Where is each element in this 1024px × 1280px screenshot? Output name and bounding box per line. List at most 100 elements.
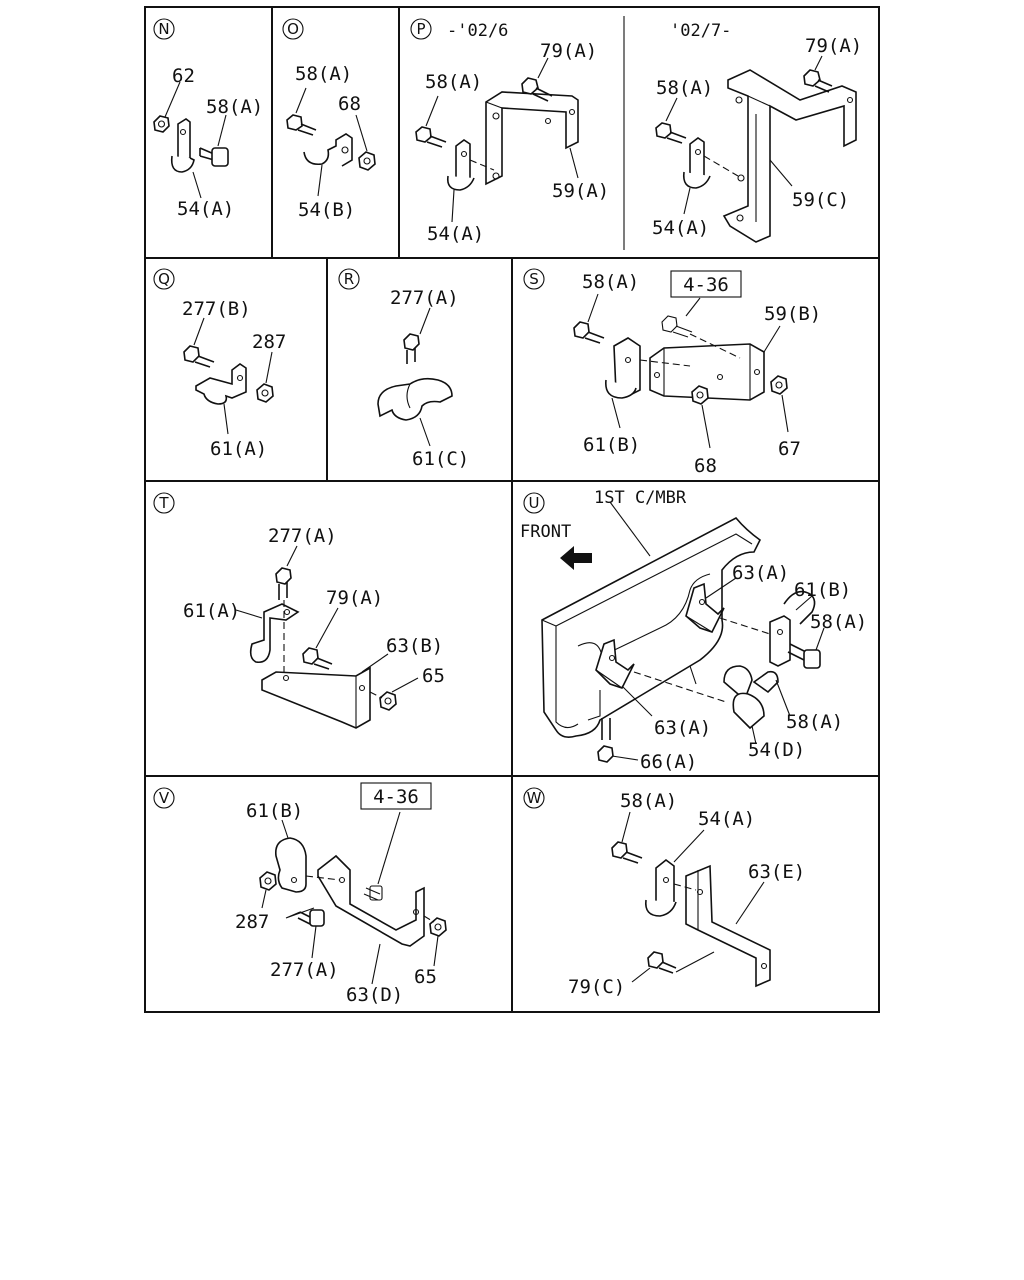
member-label: 1ST C/MBR xyxy=(594,488,687,508)
clip-54a xyxy=(446,139,475,191)
bolt-ghost xyxy=(363,885,383,901)
clip-61b xyxy=(605,337,641,399)
label-68: 68 xyxy=(338,93,361,115)
range-left: -'02/6 xyxy=(447,21,508,41)
label-61a: 61(A) xyxy=(210,438,267,460)
range-right: '02/7- xyxy=(670,21,731,41)
panel-p: P -'02/6 '02/7- 79(A) xyxy=(410,18,862,245)
panel-o: O 58(A) 68 54(B) xyxy=(282,18,376,221)
cross-member xyxy=(541,516,762,738)
clip-61b xyxy=(274,837,307,893)
front-label: FRONT xyxy=(520,522,571,542)
label-62: 62 xyxy=(172,65,195,87)
panel-letter: R xyxy=(344,270,354,288)
bolt-58a xyxy=(573,321,605,344)
label-58a: 58(A) xyxy=(425,71,482,93)
bracket-63e xyxy=(685,864,771,988)
clip-61a xyxy=(195,363,247,405)
nut-287 xyxy=(256,383,274,403)
label-66a: 66(A) xyxy=(640,751,697,773)
clip-54a xyxy=(170,118,195,173)
ref-box-label: 4-36 xyxy=(373,786,419,808)
panel-v: V 4-36 xyxy=(153,782,447,1006)
label-63a-top: 63(A) xyxy=(732,562,789,584)
label-65: 65 xyxy=(422,665,445,687)
nut-67 xyxy=(770,375,788,395)
label-63b: 63(B) xyxy=(386,635,443,657)
nut-68 xyxy=(358,151,376,171)
label-54b: 54(B) xyxy=(298,199,355,221)
label-287: 287 xyxy=(235,911,269,933)
label-54a: 54(A) xyxy=(652,217,709,239)
label-277a: 277(A) xyxy=(390,287,459,309)
label-58a: 58(A) xyxy=(582,271,639,293)
bolt-58a xyxy=(286,114,317,136)
label-65: 65 xyxy=(414,966,437,988)
clip-54a xyxy=(682,137,711,189)
ref-box xyxy=(360,782,432,810)
panel-letter: T xyxy=(158,494,169,512)
label-58a-top: 58(A) xyxy=(810,611,867,633)
label-59c: 59(C) xyxy=(792,189,849,211)
bracket-63a-lower xyxy=(595,638,635,689)
bolt-58a xyxy=(199,147,229,167)
bolt-277a xyxy=(275,567,292,600)
bolt-79a xyxy=(302,647,333,670)
bolt-79c xyxy=(647,951,677,974)
bolt-58a xyxy=(415,126,447,148)
label-67: 67 xyxy=(778,438,801,460)
label-277a: 277(A) xyxy=(270,959,339,981)
nut-68 xyxy=(691,385,709,405)
label-54a: 54(A) xyxy=(177,198,234,220)
grid-frame xyxy=(144,6,880,1013)
bracket-63a-upper xyxy=(685,582,725,633)
panel-n: N 62 58(A) 54(A) xyxy=(153,18,263,220)
label-58a: 58(A) xyxy=(295,63,352,85)
bolt-66a xyxy=(597,718,614,763)
panel-letter: Q xyxy=(158,270,170,288)
panel-letter: V xyxy=(159,789,170,807)
clip-54b xyxy=(303,133,353,167)
bracket-59b xyxy=(649,343,765,401)
nut-62 xyxy=(153,115,170,133)
panel-letter: U xyxy=(529,494,540,512)
ref-box-label: 4-36 xyxy=(683,274,729,296)
panel-letter: N xyxy=(158,20,169,38)
label-63e: 63(E) xyxy=(748,861,805,883)
label-68: 68 xyxy=(694,455,717,477)
bolt-277b xyxy=(183,345,215,368)
panel-r: R 277(A) 61(C) xyxy=(338,268,469,470)
bracket-59c xyxy=(722,69,857,243)
panel-letter: P xyxy=(416,20,425,38)
panel-s: S 4-36 xyxy=(523,268,821,477)
panel-u: U 1ST C/MBR FRONT xyxy=(520,488,867,773)
bolt-58a-lower xyxy=(752,670,779,694)
bracket-63d xyxy=(317,854,425,947)
nut-65 xyxy=(429,917,447,937)
panel-letter: W xyxy=(527,789,542,807)
clip-61a xyxy=(249,603,300,664)
bolt-277a xyxy=(297,909,325,927)
label-63d: 63(D) xyxy=(346,984,403,1006)
bolt-79a xyxy=(521,77,553,102)
bolt-79a xyxy=(803,69,833,93)
bracket-63b xyxy=(261,666,371,729)
label-287: 287 xyxy=(252,331,286,353)
label-79c: 79(C) xyxy=(568,976,625,998)
label-54a: 54(A) xyxy=(698,808,755,830)
label-61b: 61(B) xyxy=(246,800,303,822)
label-63a-bottom: 63(A) xyxy=(654,717,711,739)
label-58a: 58(A) xyxy=(206,96,263,118)
label-61c: 61(C) xyxy=(412,448,469,470)
ref-box xyxy=(670,270,742,298)
panel-letter: S xyxy=(529,270,539,288)
bolt-58a xyxy=(611,841,643,864)
bracket-59a xyxy=(485,91,579,186)
label-61b: 61(B) xyxy=(583,434,640,456)
bolt-58a-upper xyxy=(787,643,821,669)
label-79a: 79(A) xyxy=(805,35,862,57)
clip-54a xyxy=(644,858,677,917)
label-61b: 61(B) xyxy=(794,579,851,601)
label-277b: 277(B) xyxy=(182,298,251,320)
label-79a: 79(A) xyxy=(540,40,597,62)
